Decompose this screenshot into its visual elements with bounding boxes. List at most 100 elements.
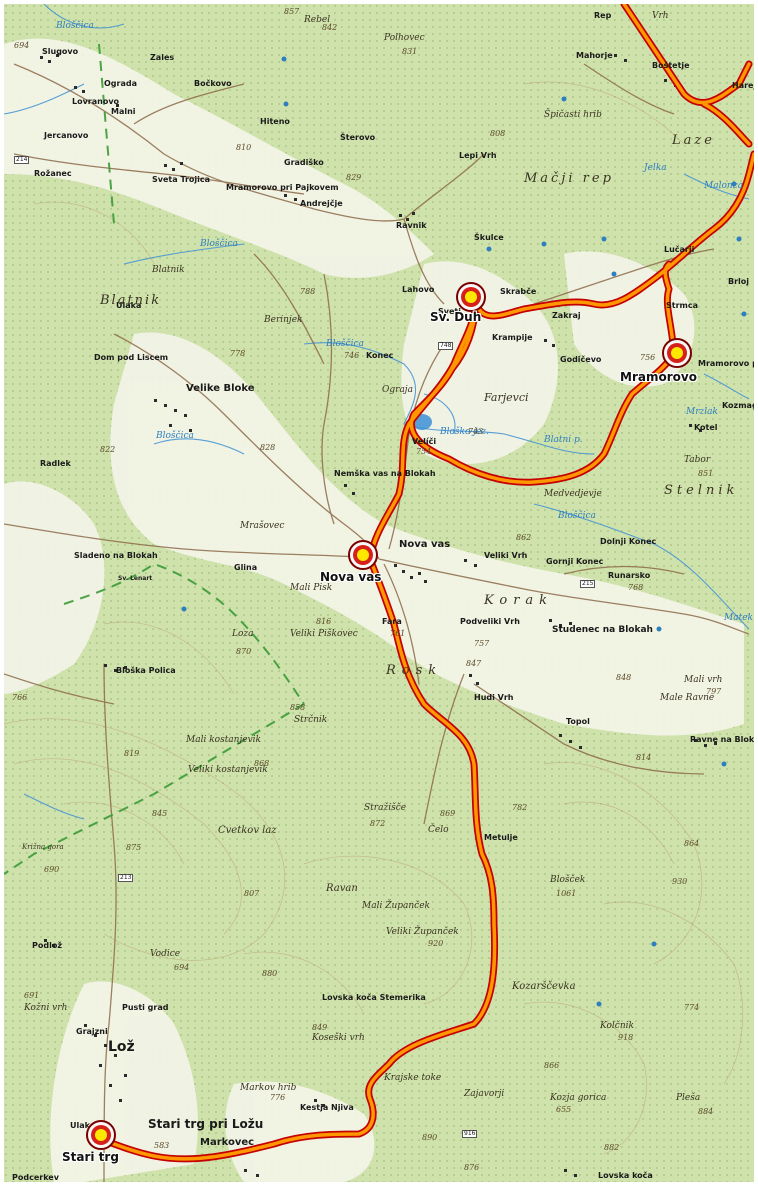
waypoint-marker-sv-duh[interactable] xyxy=(456,282,486,312)
place-label: Blošček xyxy=(550,875,586,885)
place-label: Ravne na Blokah xyxy=(690,735,754,744)
water-label: Mrzlak xyxy=(686,407,718,417)
place-label: Polhovec xyxy=(384,33,425,43)
waypoint-marker-mramorovo[interactable] xyxy=(662,338,692,368)
waypoint-marker-stari-trg[interactable] xyxy=(86,1120,116,1150)
elevation-label: 848 xyxy=(616,673,632,682)
waypoint-label-nova-vas[interactable]: Nova vas xyxy=(320,570,382,584)
place-label: Konec xyxy=(366,351,394,360)
place-label: Ravnik xyxy=(396,221,427,230)
place-label: Zales xyxy=(150,53,175,62)
place-label: Čelo xyxy=(428,825,449,835)
elevation-label: 890 xyxy=(422,1133,438,1142)
elevation-label: 845 xyxy=(152,809,168,818)
map-view[interactable]: Slugovo Zales Bočkovo Ograda Lovranovo M… xyxy=(4,4,754,1182)
elevation-label: 754 xyxy=(416,447,432,456)
place-label: Rep xyxy=(594,11,612,20)
place-label: Berinjek xyxy=(264,315,303,325)
place-label: Lahovo xyxy=(402,285,435,294)
place-label: Podlož xyxy=(32,941,62,950)
waypoint-label-stari-trg[interactable]: Stari trg xyxy=(62,1150,119,1164)
rivers xyxy=(4,4,750,820)
elevation-label: 847 xyxy=(466,659,482,668)
place-label: Metulje xyxy=(484,833,518,842)
road-number: 215 xyxy=(580,580,596,588)
place-label: Stražišče xyxy=(364,803,407,813)
elevation-label: 920 xyxy=(428,939,444,948)
place-label: Mrašovec xyxy=(240,521,285,531)
place-label: Jercanovo xyxy=(44,131,89,140)
place-label: Krampije xyxy=(492,333,533,342)
elevation-label: 868 xyxy=(254,759,270,768)
elevation-label: 829 xyxy=(346,173,362,182)
water-label: Bloščica xyxy=(156,431,194,441)
place-label: Špičasti hrib xyxy=(544,110,602,120)
place-label: Ograda xyxy=(104,79,137,88)
place-label: Rebel xyxy=(304,15,331,25)
place-label: Kozarščevka xyxy=(512,981,576,992)
place-label: Ograja xyxy=(382,385,413,395)
elevation-label: 862 xyxy=(516,533,532,542)
elevation-label: 814 xyxy=(636,753,652,762)
place-label: Veliki kostanjevik xyxy=(188,765,268,775)
elevation-label: 882 xyxy=(604,1143,620,1152)
place-label: Pusti grad xyxy=(122,1003,169,1012)
elevation-label: 872 xyxy=(370,819,386,828)
waypoint-marker-nova-vas[interactable] xyxy=(348,540,378,570)
place-label: Strmca xyxy=(666,301,699,310)
place-label: Mačji rep xyxy=(524,171,614,186)
waypoint-label-sv-duh[interactable]: Sv. Duh xyxy=(430,310,482,324)
place-label: Mramorovo pri Lučarjih xyxy=(698,359,754,368)
water-label: Bloščica xyxy=(56,21,94,31)
place-label: Podcerkev xyxy=(12,1173,59,1182)
elevation-label: 808 xyxy=(490,129,506,138)
place-label: Gornji Konec xyxy=(546,557,604,566)
place-label: Ulaka xyxy=(116,301,142,310)
elevation-label: 694 xyxy=(174,963,190,972)
place-label: Grajzni xyxy=(76,1027,108,1036)
place-label: Slugovo xyxy=(42,47,79,56)
place-label: Rožanec xyxy=(34,169,72,178)
road-number: 916 xyxy=(462,1130,478,1138)
elevation-label: 918 xyxy=(618,1033,634,1042)
place-label: Rosk xyxy=(386,663,443,678)
place-label: Radlek xyxy=(40,459,71,468)
road-number: 748 xyxy=(438,342,454,350)
place-label: Medvedjevje xyxy=(544,489,602,499)
place-label: Kotel xyxy=(694,423,718,432)
place-label: Šterovo xyxy=(340,133,376,142)
elevation-label: 864 xyxy=(684,839,700,848)
settlement-buildings xyxy=(40,54,717,1177)
elevation-label: 768 xyxy=(628,583,644,592)
water-label: Blatni p. xyxy=(544,435,583,445)
place-label: Blatnik xyxy=(152,265,185,275)
place-label: Mali Pisk xyxy=(290,583,333,593)
place-label: Ulaka xyxy=(70,1121,96,1130)
administrative-border xyxy=(4,43,305,875)
elevation-label: 870 xyxy=(236,647,252,656)
elevation-label: 869 xyxy=(440,809,456,818)
place-label: Pleša xyxy=(676,1093,701,1103)
elevation-label: 778 xyxy=(230,349,246,358)
place-label: Male Ravne xyxy=(660,693,715,703)
elevation-label: 831 xyxy=(402,47,418,56)
elevation-label: 876 xyxy=(464,1163,480,1172)
place-label: Veliki Županček xyxy=(386,927,459,937)
water-label: Malonca xyxy=(704,181,744,191)
route-line xyxy=(94,4,754,1163)
place-label: Lovska koča Stemerika xyxy=(322,993,426,1002)
road-number: 213 xyxy=(118,874,134,882)
place-label: Dom pod Liscem xyxy=(94,353,169,362)
clearings xyxy=(4,38,745,1182)
place-label: Veliki Vrh xyxy=(484,551,528,560)
waypoint-label-mramorovo[interactable]: Mramorovo xyxy=(620,370,697,384)
elevation-label: 766 xyxy=(12,693,28,702)
place-label: Markovec xyxy=(200,1137,255,1148)
place-label: Bloška Polica xyxy=(116,666,176,675)
elevation-label: 797 xyxy=(706,687,722,696)
place-label: Blatnik xyxy=(100,293,162,308)
elevation-label: 746 xyxy=(344,351,360,360)
water-label: Bloščica xyxy=(326,339,364,349)
place-label: Podveliki Vrh xyxy=(460,617,520,626)
place-label: Sveta Trojica xyxy=(152,175,211,184)
